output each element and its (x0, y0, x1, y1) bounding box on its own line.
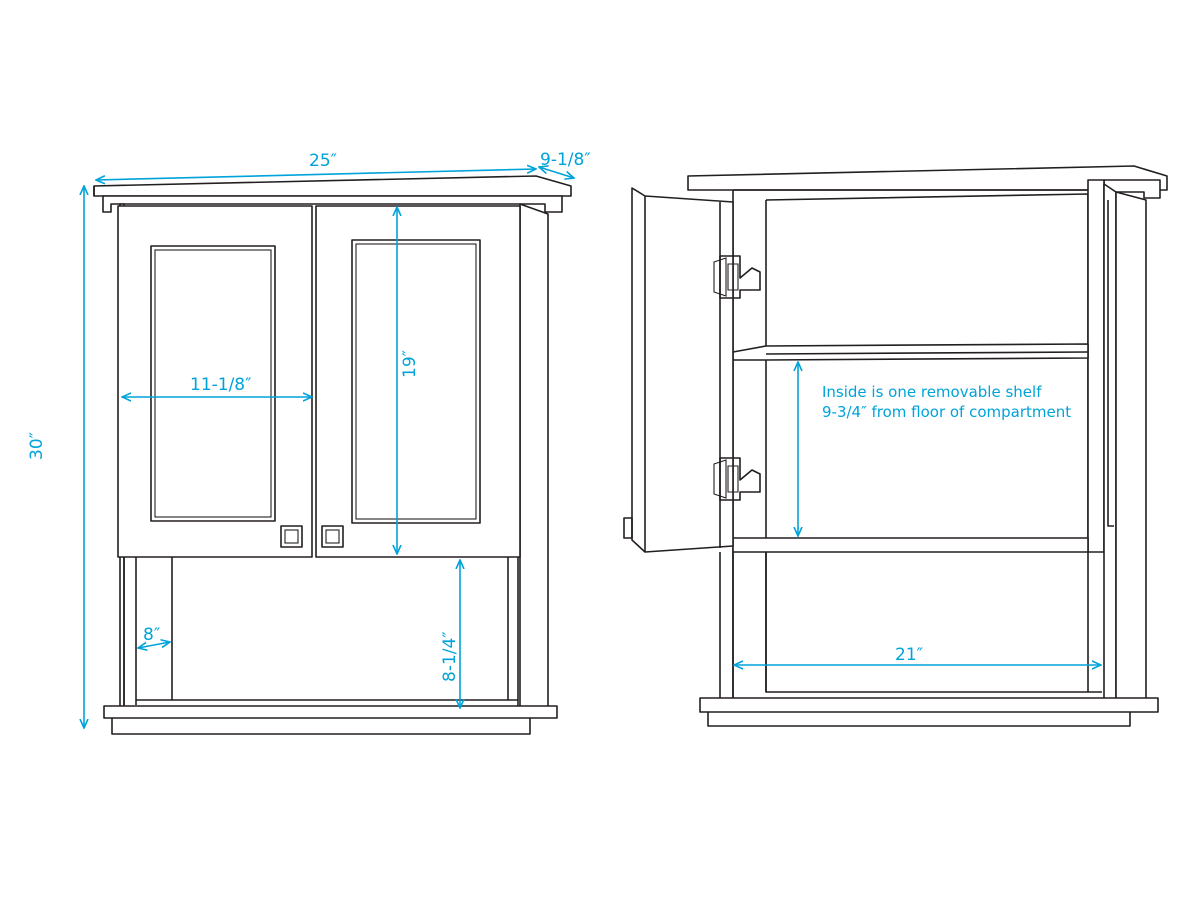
shelf-note-line2: 9-3/4″ from floor of compartment (822, 403, 1071, 421)
open-view-cabinet (623, 165, 1168, 727)
overall-width-label: 25″ (309, 151, 337, 171)
door-width-label: 11-1/8″ (190, 375, 251, 395)
open-door (631, 187, 734, 553)
shelf-note-line1: Inside is one removable shelf (822, 383, 1042, 401)
lower-open-compartment (123, 557, 519, 708)
left-door-knob (280, 525, 303, 548)
compartment-floor (732, 537, 1089, 553)
left-door-glass-panel (150, 245, 276, 522)
upper-hinge (713, 255, 761, 299)
base-plinth (103, 705, 558, 735)
overall-height-label: 30″ (27, 432, 47, 460)
right-door (315, 205, 521, 558)
top-crown-open (687, 165, 1168, 191)
lower-hinge (713, 457, 761, 501)
interior-width-label: 21″ (895, 645, 923, 665)
open-shelf-height-label: 8-1/4″ (440, 631, 460, 682)
side-opening-label: 8″ (143, 625, 160, 645)
right-door-knob (321, 525, 344, 548)
front-dimensions: 25″ 9-1/8″ 30″ 11-1/8″ 19″ 8-1/4″ 8″ (27, 150, 591, 728)
depth-label: 9-1/8″ (540, 150, 591, 170)
front-view-closed-cabinet (93, 175, 572, 735)
crown-molding (102, 195, 563, 213)
right-side-panel (519, 203, 549, 709)
door-height-label: 19″ (400, 350, 420, 378)
right-door-glass-panel (351, 239, 481, 524)
open-dimensions: Inside is one removable shelf 9-3/4″ fro… (734, 362, 1101, 665)
right-side-panel-open (1087, 179, 1105, 553)
